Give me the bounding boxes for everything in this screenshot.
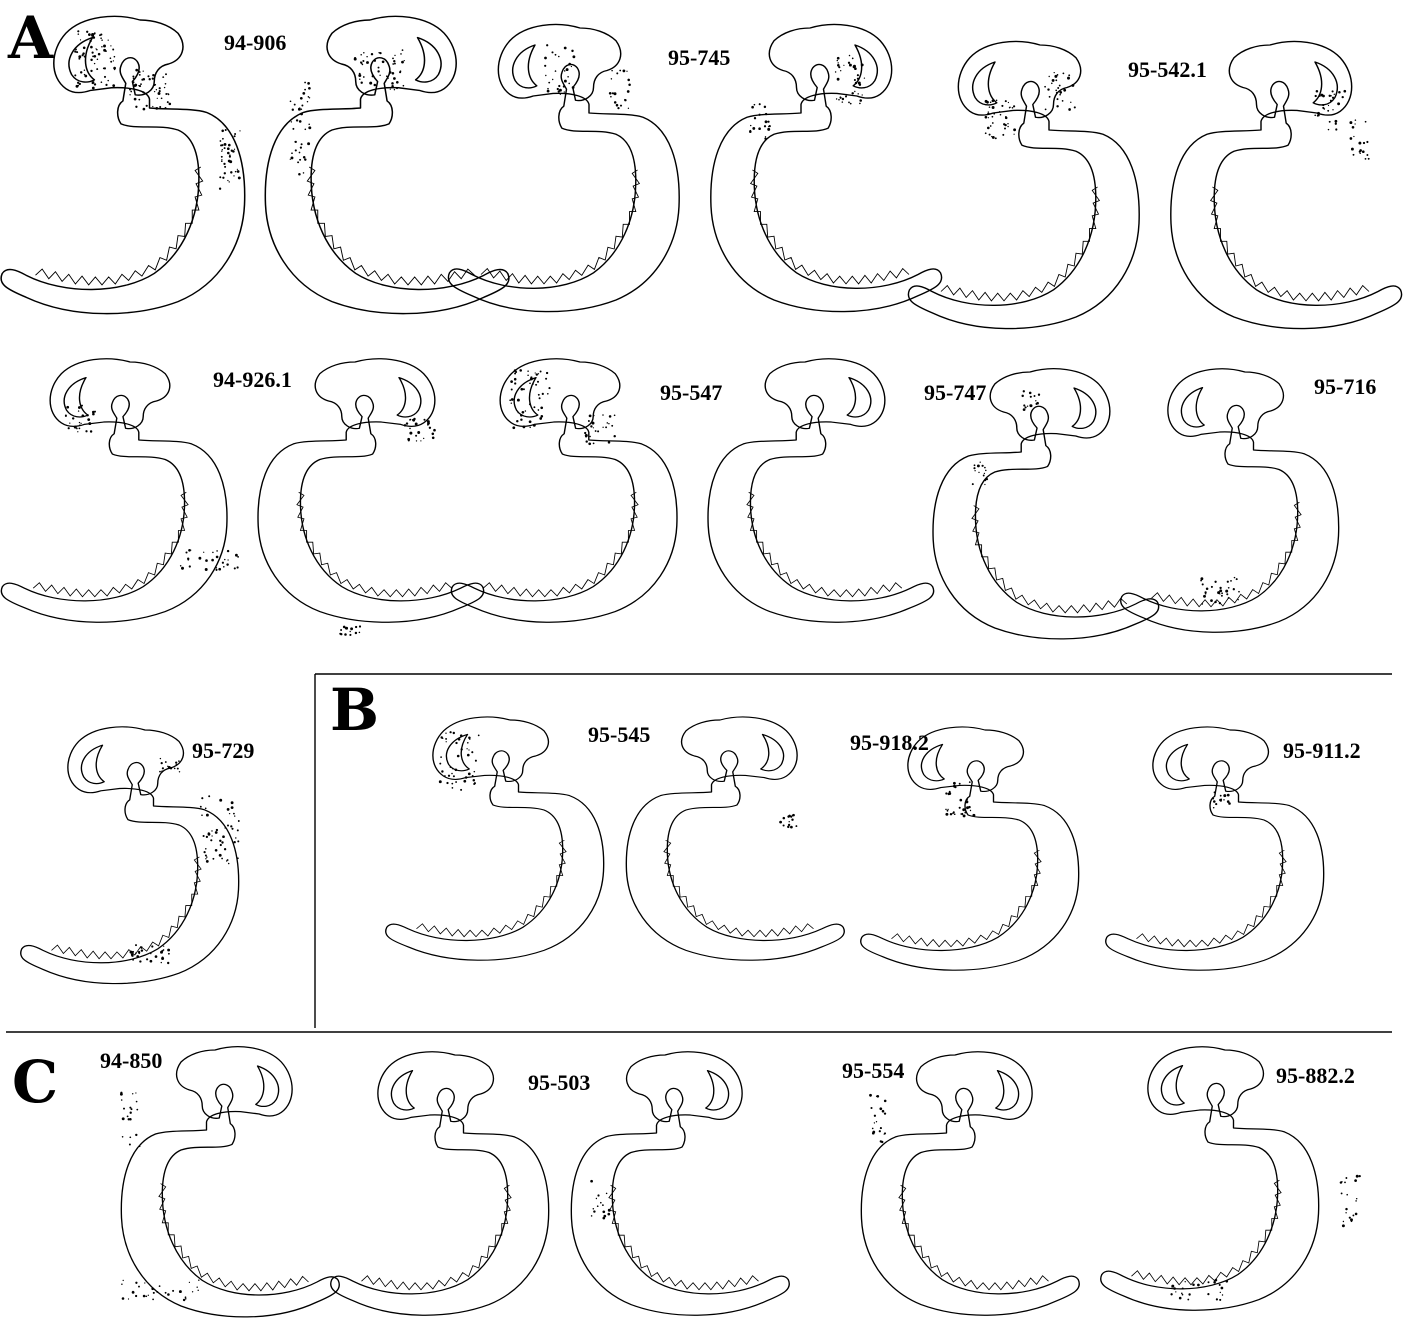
panel-b-letter: B bbox=[330, 676, 379, 744]
specimen-label-95-882-2: 95-882.2 bbox=[1276, 1063, 1355, 1088]
specimen-label-94-850: 94-850 bbox=[100, 1048, 162, 1073]
specimen-label-95-716: 95-716 bbox=[1314, 374, 1376, 399]
embryo-section bbox=[708, 359, 934, 622]
specimen-label-95-745: 95-745 bbox=[668, 45, 730, 70]
embryo-section bbox=[908, 42, 1139, 329]
embryo-section bbox=[861, 1052, 1079, 1315]
embryo-section bbox=[571, 1052, 789, 1315]
embryo-section bbox=[933, 369, 1159, 639]
embryo-section bbox=[1106, 727, 1324, 970]
embryo-section bbox=[711, 25, 942, 312]
specimen-label-95-545: 95-545 bbox=[588, 722, 650, 747]
specimen-label-95-554: 95-554 bbox=[842, 1058, 904, 1083]
specimen-label-95-542-1: 95-542.1 bbox=[1128, 57, 1207, 82]
embryo-section bbox=[1121, 369, 1339, 632]
embryo-section bbox=[1171, 42, 1402, 329]
specimen-label-95-911-2: 95-911.2 bbox=[1283, 738, 1361, 763]
embryo-section bbox=[861, 727, 1079, 970]
panel-a-letter: A bbox=[7, 4, 54, 72]
embryo-section bbox=[386, 717, 604, 960]
embryo-section bbox=[626, 717, 844, 960]
embryo-section bbox=[1, 359, 227, 622]
specimen-label-95-547: 95-547 bbox=[660, 380, 722, 405]
embryo-section bbox=[265, 16, 509, 313]
panel-c-letter: C bbox=[12, 1048, 58, 1116]
specimen-label-95-729: 95-729 bbox=[192, 738, 254, 763]
embryo-section bbox=[258, 359, 484, 622]
embryo-section bbox=[448, 25, 679, 312]
embryo-section bbox=[451, 359, 677, 622]
specimen-label-94-926-1: 94-926.1 bbox=[213, 367, 292, 392]
specimen-label-95-918-2: 95-918.2 bbox=[850, 730, 929, 755]
embryo-section bbox=[121, 1047, 339, 1317]
specimen-label-94-906: 94-906 bbox=[224, 30, 286, 55]
labeling-stipple bbox=[65, 30, 1370, 1301]
specimen-label-95-503: 95-503 bbox=[528, 1070, 590, 1095]
specimen-label-95-747: 95-747 bbox=[924, 380, 986, 405]
embryo-section bbox=[331, 1052, 549, 1315]
